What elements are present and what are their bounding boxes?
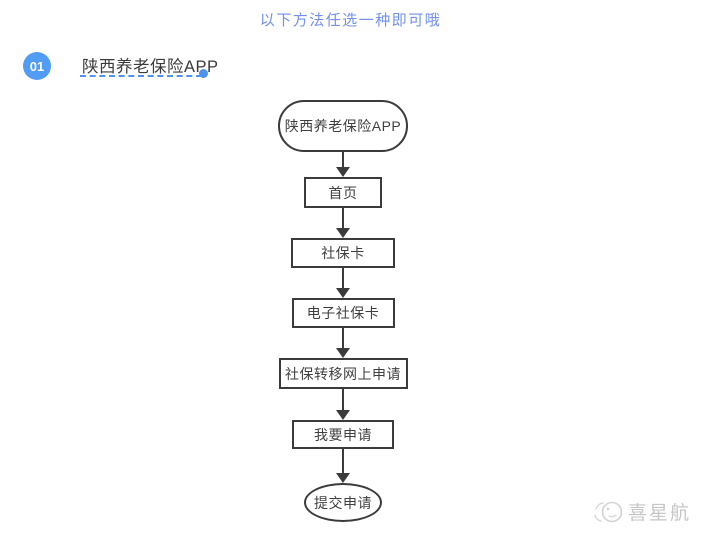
title-underline-dot	[199, 69, 208, 78]
watermark-brand-text: 喜星航	[628, 503, 692, 524]
page-tip-text: 以下方法任选一种即可哦	[259, 12, 442, 29]
arrow-down-icon	[336, 208, 350, 238]
flow-node-submit: 提交申请	[304, 483, 382, 522]
flow-node-home: 首页	[304, 177, 382, 208]
section-title: 陕西养老保险APP	[82, 58, 219, 76]
flow-node-transfer-online-apply: 社保转移网上申请	[278, 358, 408, 389]
flowchart: 陕西养老保险APP 首页 社保卡 电子社保卡 社保转移网上申请 我要申请 提交申…	[278, 100, 408, 522]
title-dashed-underline	[80, 75, 202, 77]
flow-node-start: 陕西养老保险APP	[278, 100, 408, 152]
section-number-badge: 01	[23, 52, 51, 80]
arrow-down-icon	[336, 328, 350, 358]
arrow-down-icon	[336, 389, 350, 420]
flow-node-i-want-apply: 我要申请	[292, 420, 394, 449]
arrow-down-icon	[336, 449, 350, 483]
planet-doodle-icon	[594, 501, 623, 523]
arrow-down-icon	[336, 152, 350, 177]
arrow-down-icon	[336, 268, 350, 298]
flow-node-social-card: 社保卡	[291, 238, 395, 268]
watermark: 喜星航	[591, 495, 691, 528]
flow-node-e-social-card: 电子社保卡	[291, 298, 395, 328]
